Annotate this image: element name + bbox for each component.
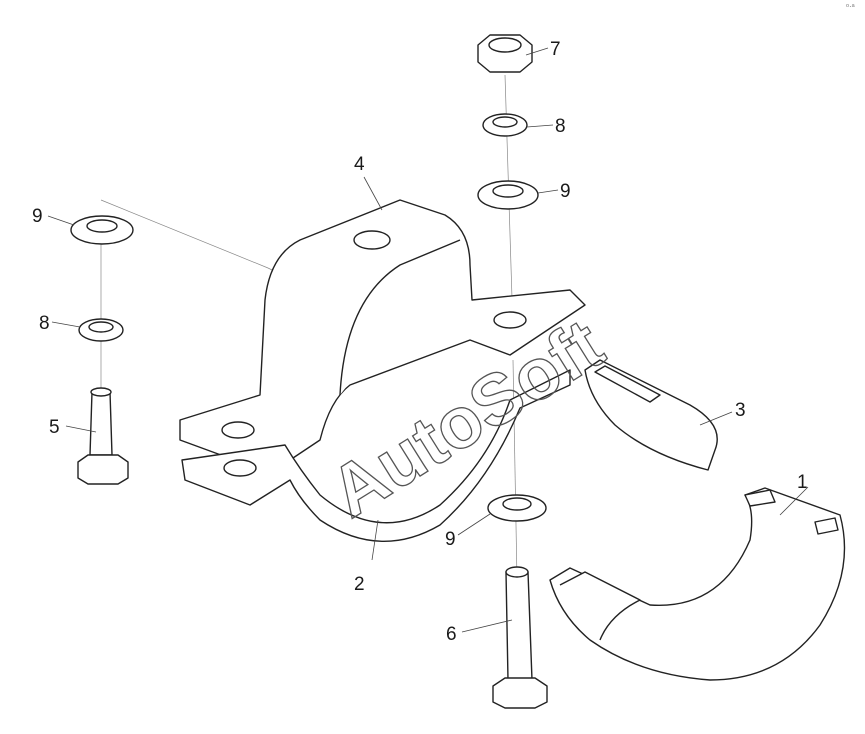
- callout-6: 6: [446, 624, 457, 645]
- callout-3: 3: [735, 400, 746, 421]
- callout-1: 1: [797, 472, 808, 493]
- lower-clamp-part-2: [181, 369, 571, 542]
- callout-8-left: 8: [39, 313, 50, 334]
- short-bolt-part-5: [77, 387, 129, 485]
- callout-9-lower: 9: [445, 529, 456, 550]
- lock-washer-part-8-upper: [482, 113, 528, 137]
- flat-washer-part-9-lower: [487, 494, 547, 522]
- callout-labels: 1 2 3 4 5 6 7 8 8 9 9 9: [32, 39, 808, 645]
- leader-lines: [47, 47, 809, 633]
- callout-7: 7: [550, 39, 561, 60]
- nut-part-7: [477, 34, 533, 73]
- callout-9-upper: 9: [560, 181, 571, 202]
- callout-4: 4: [354, 154, 365, 175]
- callout-5: 5: [49, 417, 60, 438]
- upper-clamp-part-4: [179, 199, 586, 463]
- corner-mark: ᵒ·ᵃ: [846, 2, 856, 11]
- callout-9-left: 9: [32, 206, 43, 227]
- liner-part-1: [549, 487, 846, 681]
- callout-2: 2: [354, 574, 365, 595]
- callout-8-upper: 8: [555, 116, 566, 137]
- flat-washer-part-9-upper: [477, 180, 539, 210]
- lock-washer-part-8-left: [78, 318, 124, 342]
- liner-part-3: [584, 359, 718, 471]
- long-bolt-part-6: [492, 566, 548, 709]
- flat-washer-part-9-left: [70, 215, 134, 245]
